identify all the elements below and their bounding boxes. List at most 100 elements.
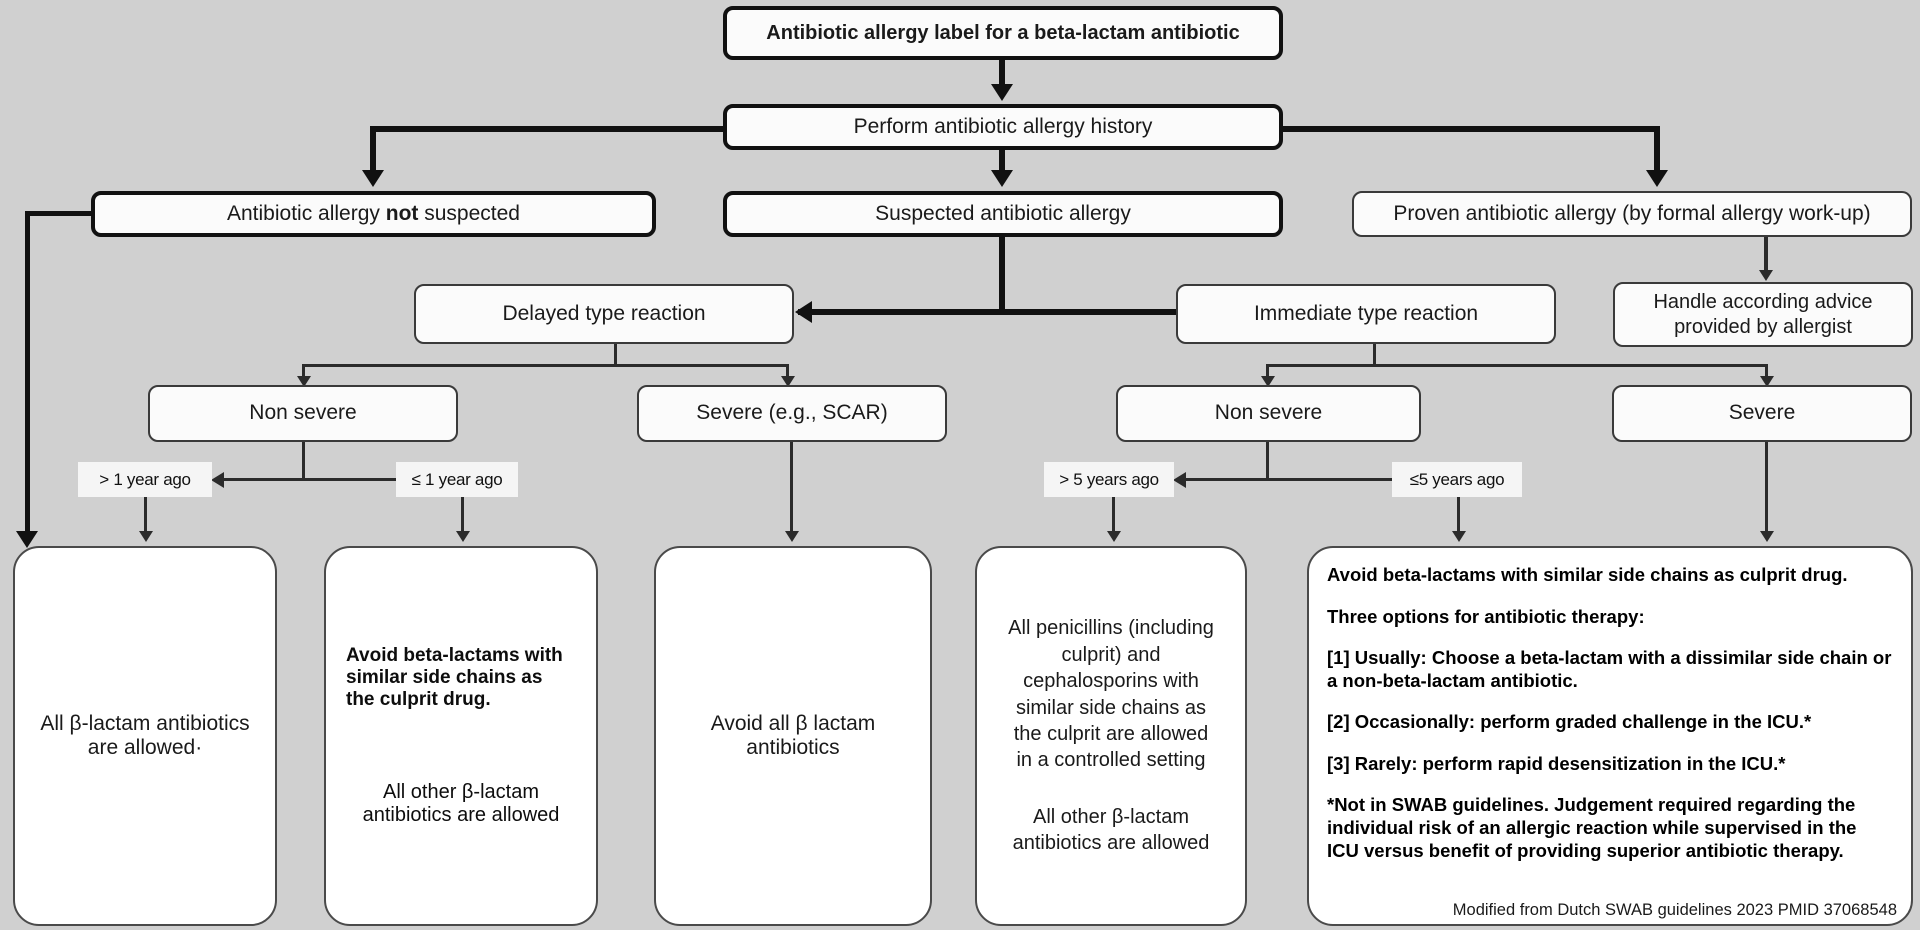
node-immediate-non-severe-label: Non severe [1214, 401, 1323, 425]
node-not-suspected[interactable]: Antibiotic allergy not suspected [91, 191, 656, 237]
arrowhead-root-history [991, 84, 1013, 101]
connector-delayed-right-drop [786, 364, 789, 382]
outcome-all-allowed-line1: All β-lactam antibiotics [40, 712, 250, 735]
node-delayed-severe-label: Severe (e.g., SCAR) [696, 401, 888, 425]
tag-le-1-year: ≤ 1 year ago [396, 462, 518, 497]
outcome-severe-p1: Avoid beta-lactams with similar side cha… [1327, 564, 1848, 585]
node-immediate-label: Immediate type reaction [1253, 301, 1479, 325]
connector-immediate-right-drop [1765, 364, 1768, 382]
node-immediate[interactable]: Immediate type reaction [1176, 284, 1556, 344]
node-proven-label: Proven antibiotic allergy (by formal all… [1393, 201, 1871, 225]
connector-history-right-drop [1654, 126, 1660, 174]
tag-gt-5-years: > 5 years ago [1044, 462, 1174, 497]
outcome-all-allowed[interactable]: All β-lactam antibiotics are allowed· [13, 546, 277, 926]
connector-immediate-bus [1266, 364, 1768, 367]
connector-notsuspected-elbow-h [25, 211, 95, 216]
arrowhead-gt1year-outcome [139, 531, 153, 542]
outcome-avoid-similar[interactable]: Avoid beta-lactams with similar side cha… [324, 546, 598, 926]
outcome-severe-p4: [2] Occasionally: perform graded challen… [1327, 711, 1812, 733]
node-immediate-severe[interactable]: Severe [1612, 385, 1912, 442]
arrowhead-notsuspected-outcome [16, 531, 38, 548]
node-immediate-severe-label: Severe [1728, 401, 1796, 425]
outcome-penicillins-line2: culprit) and [1061, 643, 1161, 666]
node-delayed-label: Delayed type reaction [502, 301, 706, 325]
connector-le1year-outcome [461, 497, 464, 539]
outcome-penicillins-line1: All penicillins (including [1008, 617, 1214, 640]
connector-suspected-drop [999, 237, 1005, 315]
connector-le5years-outcome [1457, 497, 1460, 539]
arrowhead-history-mid [991, 170, 1013, 187]
credit-note: Modified from Dutch SWAB guidelines 2023… [1452, 901, 1897, 919]
connector-history-mid-drop [999, 150, 1005, 174]
connector-delayed-ns-bus [215, 478, 485, 481]
connector-delayed-severe-outcome [790, 442, 793, 539]
outcome-penicillins[interactable]: All penicillins (including culprit) and … [975, 546, 1247, 926]
arrowhead-gt5years-outcome [1107, 531, 1121, 542]
node-proven[interactable]: Proven antibiotic allergy (by formal all… [1352, 191, 1912, 237]
node-history-label: Perform antibiotic allergy history [853, 114, 1153, 138]
arrowhead-suspected-delayed [795, 301, 812, 323]
arrowhead-delayed-severe [781, 376, 795, 387]
outcome-severe-p5: [3] Rarely: perform rapid desensitizatio… [1327, 752, 1786, 774]
connector-notsuspected-elbow-v [25, 211, 30, 539]
connector-proven-allergist [1764, 237, 1768, 275]
arrowhead-delayed-severe-outcome [785, 531, 799, 542]
outcome-avoid-similar-plain2: antibiotics are allowed [362, 804, 560, 826]
connector-suspected-bus [798, 309, 1203, 315]
arrowhead-delayed-nonsevere [297, 376, 311, 387]
node-delayed[interactable]: Delayed type reaction [414, 284, 794, 344]
connector-immediate-left-drop [1266, 364, 1269, 382]
arrowhead-proven-allergist [1759, 270, 1773, 281]
arrowhead-immediate-nonsevere [1261, 376, 1275, 387]
outcome-penicillins-line7: All other β-lactam [1033, 805, 1189, 828]
outcome-penicillins-line4: similar side chains as [1015, 696, 1207, 719]
connector-delayed-drop [614, 344, 617, 366]
outcome-penicillins-line3: cephalosporins with [1023, 670, 1199, 693]
node-delayed-non-severe-label: Non severe [249, 401, 357, 425]
outcome-avoid-similar-plain1: All other β-lactam [383, 781, 539, 803]
node-delayed-severe[interactable]: Severe (e.g., SCAR) [637, 385, 947, 442]
tag-gt-1-year: > 1 year ago [78, 462, 212, 497]
connector-immediate-ns-drop [1266, 442, 1269, 479]
outcome-penicillins-line6: in a controlled setting [1016, 749, 1206, 772]
node-suspected[interactable]: Suspected antibiotic allergy [723, 191, 1283, 237]
connector-delayed-bus [302, 364, 789, 367]
node-history[interactable]: Perform antibiotic allergy history [723, 104, 1283, 150]
node-delayed-non-severe[interactable]: Non severe [148, 385, 458, 442]
arrowhead-immediate-severe [1760, 376, 1774, 387]
connector-immediate-severe-outcome [1765, 442, 1768, 539]
outcome-severe-p3: [1] Usually: Choose a beta-lactam with a… [1327, 647, 1892, 691]
outcome-severe-p2: Three options for antibiotic therapy: [1327, 605, 1645, 627]
tag-le-5-years: ≤5 years ago [1392, 462, 1522, 497]
connector-gt1year-outcome [144, 497, 147, 539]
outcome-penicillins-line8: antibiotics are allowed [1012, 832, 1210, 855]
outcome-severe-immediate[interactable]: Avoid beta-lactams with similar side cha… [1307, 546, 1913, 926]
outcome-avoid-all[interactable]: Avoid all β lactam antibiotics [654, 546, 932, 926]
arrowhead-history-right [1646, 170, 1668, 187]
outcome-penicillins-line5: the culprit are allowed [1013, 723, 1209, 745]
node-immediate-non-severe[interactable]: Non severe [1116, 385, 1421, 442]
outcome-severe-p6: *Not in SWAB guidelines. Judgement requi… [1327, 794, 1857, 861]
arrowhead-history-left [362, 170, 384, 187]
connector-delayed-left-drop [302, 364, 305, 382]
connector-history-left-drop [370, 126, 376, 174]
node-root[interactable]: Antibiotic allergy label for a beta-lact… [723, 6, 1283, 60]
arrowhead-le1year-outcome [456, 531, 470, 542]
connector-gt5years-outcome [1112, 497, 1115, 539]
connector-delayed-ns-drop [302, 442, 305, 479]
connector-root-history [999, 60, 1005, 88]
node-root-label: Antibiotic allergy label for a beta-lact… [766, 21, 1240, 44]
outcome-avoid-all-line1: Avoid all β lactam [710, 712, 876, 735]
outcome-all-allowed-line2: are allowed· [87, 736, 203, 759]
connector-immediate-drop [1373, 344, 1376, 366]
arrowhead-immediate-severe-outcome [1760, 531, 1774, 542]
node-suspected-label: Suspected antibiotic allergy [875, 201, 1131, 225]
node-not-suspected-label: Antibiotic allergy not suspected [227, 201, 520, 225]
outcome-avoid-similar-bold1: Avoid beta-lactams with [346, 645, 563, 666]
outcome-avoid-similar-bold3: the culprit drug. [346, 689, 491, 710]
arrowhead-gt5years [1173, 472, 1186, 488]
outcome-avoid-all-line2: antibiotics [746, 736, 840, 759]
